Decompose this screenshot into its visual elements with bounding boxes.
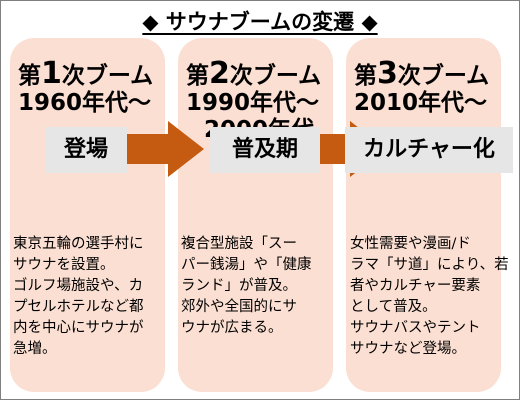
stage-3-heading: 第3次ブーム 2010年代～ <box>354 59 504 117</box>
stage-2-years-start: 1990年代～ <box>186 90 320 116</box>
arrow-right-icon <box>122 121 204 177</box>
stage-3-years: 2010年代～ <box>354 90 488 116</box>
diagram-title: ◆ サウナブームの変遷 ◆ <box>142 10 378 34</box>
stage-3-description: 女性需要や漫画/ド ラマ「サ道」により、若 者やカルチャー要素 として普及。 サ… <box>350 236 509 357</box>
stage-2-description: 複合型施設「スー パー銭湯」や「健康 ランド」が普及。 郊外や全国的にサ ウナが… <box>181 236 312 336</box>
stage-1-card: 第1次ブーム 1960年代～ <box>10 38 165 392</box>
stage-1-description: 東京五輪の選手村に サウナを設置。 ゴルフ場施設や、カ プセルホテルなど都 内を… <box>13 236 144 357</box>
stage-3-keyword: カルチャー化 <box>345 127 513 173</box>
stage-1-keyword: 登場 <box>45 127 127 173</box>
stage-1-years: 1960年代～ <box>18 90 152 116</box>
stage-2-keyword: 普及期 <box>210 127 320 173</box>
stage-1-heading: 第1次ブーム 1960年代～ <box>18 59 168 117</box>
stage-3-card: 第3次ブーム 2010年代～ <box>346 38 501 392</box>
